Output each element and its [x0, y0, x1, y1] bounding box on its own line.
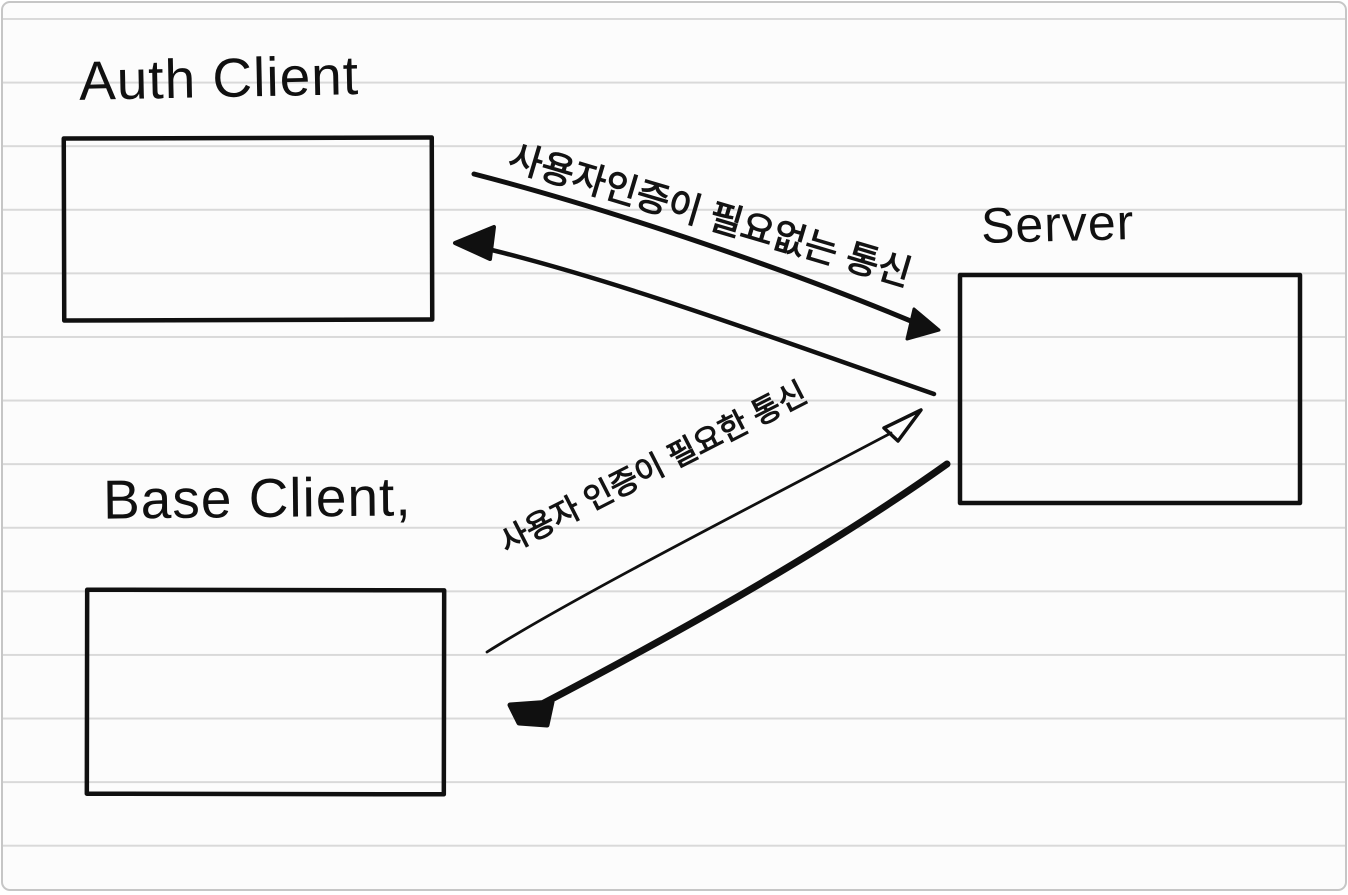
auth-client-label: Auth Client — [78, 44, 360, 112]
auth-client-box — [61, 135, 435, 323]
base-client-label: Base Client, — [102, 465, 412, 531]
arrowhead-server-to-base-icon — [507, 699, 555, 728]
arrowhead-server-to-auth-icon — [453, 225, 496, 261]
arrowhead-base-to-server-icon — [882, 408, 923, 443]
arrowhead-auth-to-server-icon — [905, 307, 941, 341]
auth-link-annotation: 사용자인증이 필요없는 통신 — [504, 136, 917, 294]
base-link-annotation: 사용자 인증이 필요한 통신 — [494, 375, 813, 561]
base-client-box — [84, 587, 447, 797]
server-label: Server — [980, 194, 1135, 254]
server-box — [957, 272, 1303, 506]
